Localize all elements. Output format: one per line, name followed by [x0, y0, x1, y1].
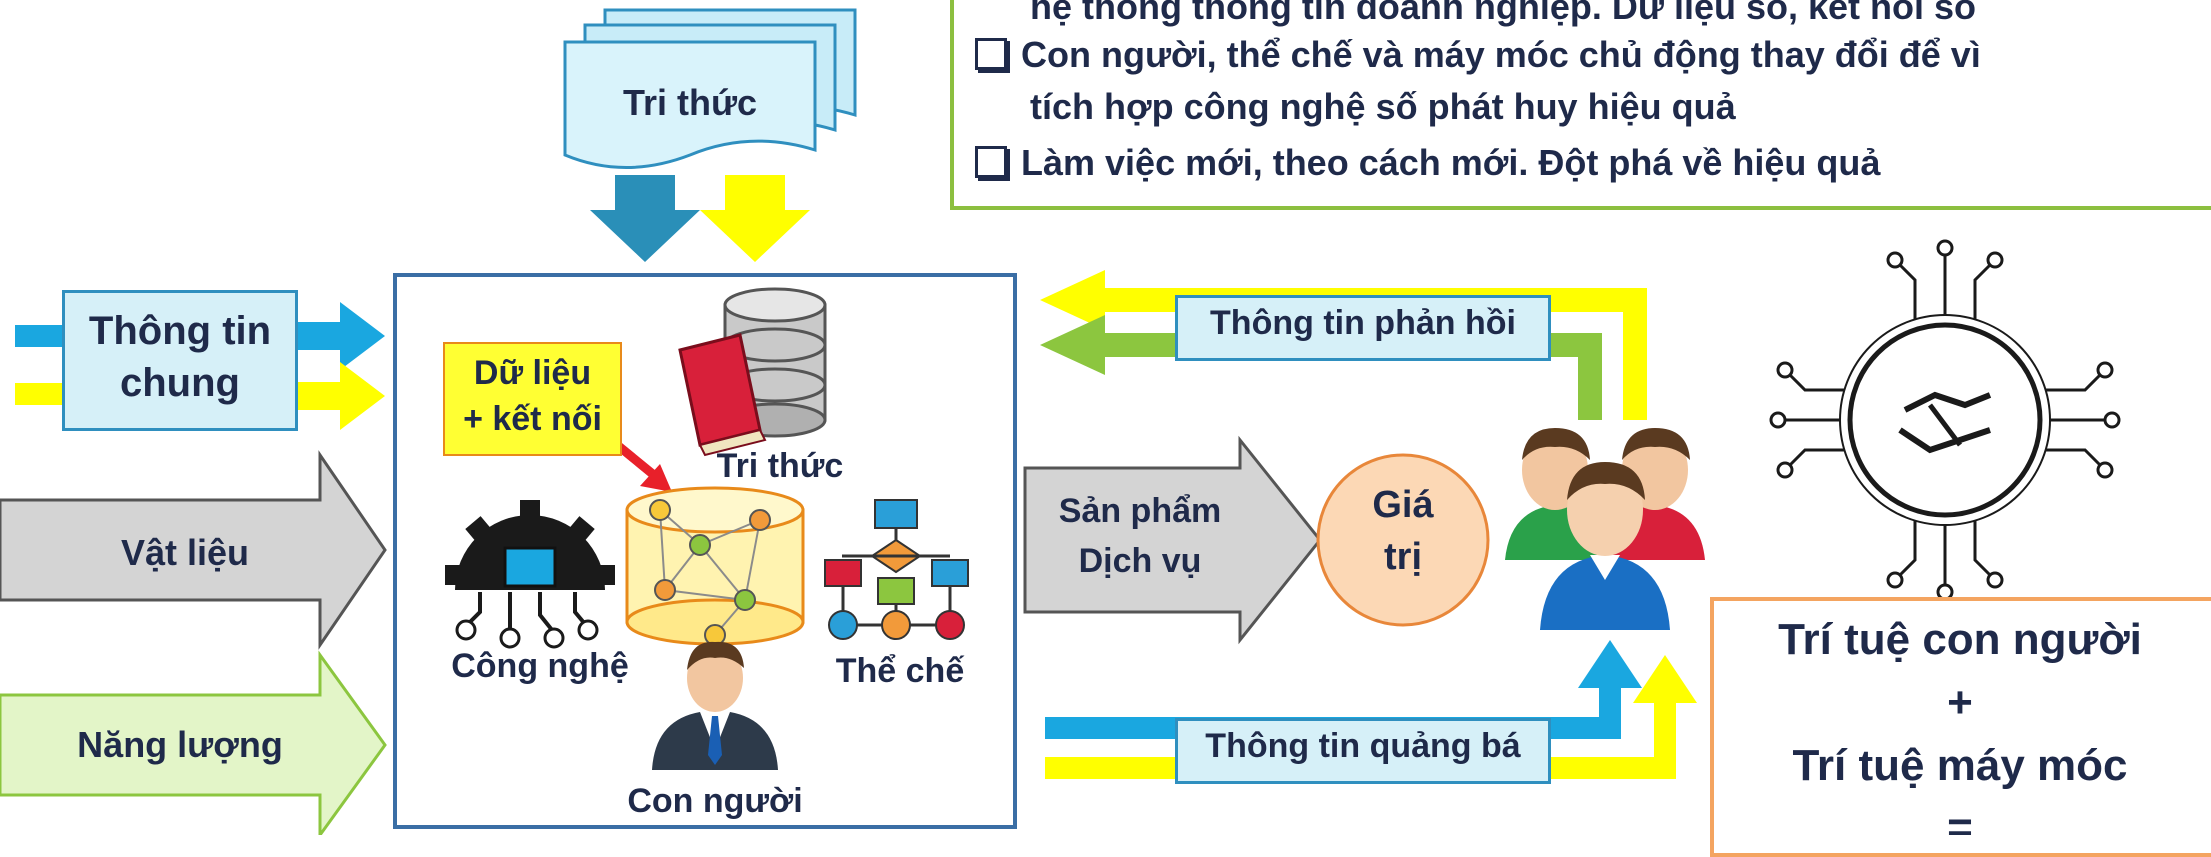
bullet-partial: hệ thống thông tin doanh nghiệp. Dữ liệu…: [1030, 0, 1977, 27]
intelligence-box: [1710, 597, 2211, 857]
knowledge-down-arrows: [590, 175, 810, 262]
circuit-handshake-icon: [1769, 239, 2121, 601]
product-label-line2: Dịch vụ: [1078, 542, 1202, 580]
institution-label: Thể chế: [835, 652, 965, 690]
technology-gear-icon: [445, 500, 615, 649]
institution-flowchart-icon: [824, 499, 969, 640]
data-label-line2: + kết nối: [463, 400, 602, 438]
feedback-box: [1175, 295, 1551, 361]
checkbox-icon: [975, 38, 1007, 70]
knowledge-center-label: Tri thức: [716, 447, 844, 485]
diagram-canvas: [0, 8, 2121, 835]
top-bullet-box: [950, 0, 2211, 210]
bullet-item-1: Con người, thể chế và máy móc chủ động t…: [975, 34, 1981, 76]
knowledge-document-stack: [563, 8, 857, 169]
materials-label: Vật liệu: [120, 532, 250, 573]
intelligence-line1: Trí tuệ con người: [1778, 615, 2142, 664]
bullet-item-2: Làm việc mới, theo cách mới. Đột phá về …: [975, 142, 1880, 184]
data-label-line1: Dữ liệu: [473, 354, 592, 392]
product-label-line1: Sản phẩm: [1058, 492, 1222, 530]
bullet-1-continuation: tích hợp công nghệ số phát huy hiệu quả: [1030, 86, 1736, 127]
bullet-1-text: Con người, thể chế và máy móc chủ động t…: [1021, 34, 1981, 75]
intelligence-line2: Trí tuệ máy móc: [1792, 741, 2128, 790]
intelligence-equals: =: [1947, 803, 1973, 835]
data-connection-box: [443, 342, 622, 456]
promotion-label: Thông tin quảng bá: [1205, 727, 1521, 765]
promotion-box: [1175, 718, 1551, 784]
general-info-label-line2: chung: [120, 361, 240, 405]
intelligence-plus: +: [1947, 678, 1973, 727]
energy-label: Năng lượng: [77, 724, 283, 765]
database-icon: [723, 287, 827, 438]
materials-arrow: [0, 450, 387, 650]
product-arrow: [1023, 435, 1322, 645]
general-info-box: [62, 290, 298, 431]
knowledge-input-label: Tri thức: [622, 82, 758, 123]
bullet-2-text: Làm việc mới, theo cách mới. Đột phá về …: [1021, 142, 1881, 183]
value-label-line1: Giá: [1372, 484, 1434, 526]
people-label: Con người: [627, 782, 803, 820]
person-icon: [652, 641, 778, 770]
general-info-label-line1: Thông tin: [88, 309, 272, 353]
users-group-icon: [1505, 428, 1705, 630]
energy-arrow: [0, 650, 387, 835]
info-arrows: [15, 302, 385, 430]
feedback-label: Thông tin phản hồi: [1210, 304, 1516, 342]
checkbox-icon: [975, 146, 1007, 178]
network-cylinder: [625, 486, 805, 646]
value-label-line2: trị: [1384, 536, 1422, 578]
value-circle: [1316, 453, 1490, 627]
book-icon: [678, 333, 767, 457]
technology-label: Công nghệ: [451, 647, 629, 685]
